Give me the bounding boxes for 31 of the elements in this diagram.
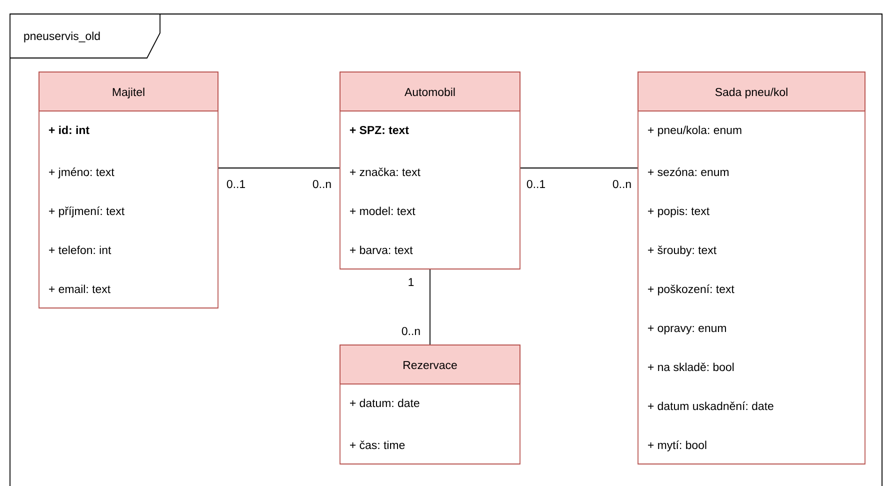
class-name: Rezervace [404, 361, 457, 370]
attribute: + opravy: enum [648, 325, 726, 334]
class-name: Automobil [404, 88, 455, 96]
attribute: + mytí: bool [648, 440, 706, 452]
multiplicity-label: 0..n [402, 327, 420, 336]
class-box [638, 72, 866, 464]
attribute: + model: text [350, 206, 416, 216]
class-box [38, 72, 218, 308]
attribute: + popis: text [648, 206, 710, 218]
attribute: + poškození: text [648, 284, 734, 296]
attribute: + sezóna: enum [648, 168, 729, 176]
attribute: + čas: time [350, 440, 405, 450]
attribute: + na skladě: bool [648, 362, 734, 372]
attribute: + šrouby: text [648, 246, 716, 256]
attribute: + id: int [48, 126, 90, 134]
attribute: + email: text [49, 284, 110, 294]
attribute: + barva: text [350, 246, 413, 254]
attribute: + datum uskadnění: date [648, 402, 774, 410]
attribute: + telefon: int [49, 246, 112, 254]
frame [10, 14, 882, 486]
frame-title: pneuservis_old [24, 32, 100, 42]
class-name: Sada pneu/kol [715, 88, 788, 98]
attribute: + jméno: text [49, 168, 114, 178]
attribute: + SPZ: text [350, 126, 409, 134]
attribute: + příjmení: text [49, 206, 124, 218]
attribute: + datum: date [350, 398, 420, 408]
attribute: + pneu/kola: enum [648, 126, 742, 136]
class-box [340, 72, 520, 270]
attribute: + značka: text [350, 168, 420, 176]
class-box [340, 344, 520, 464]
class-name: Majitel [112, 88, 144, 98]
